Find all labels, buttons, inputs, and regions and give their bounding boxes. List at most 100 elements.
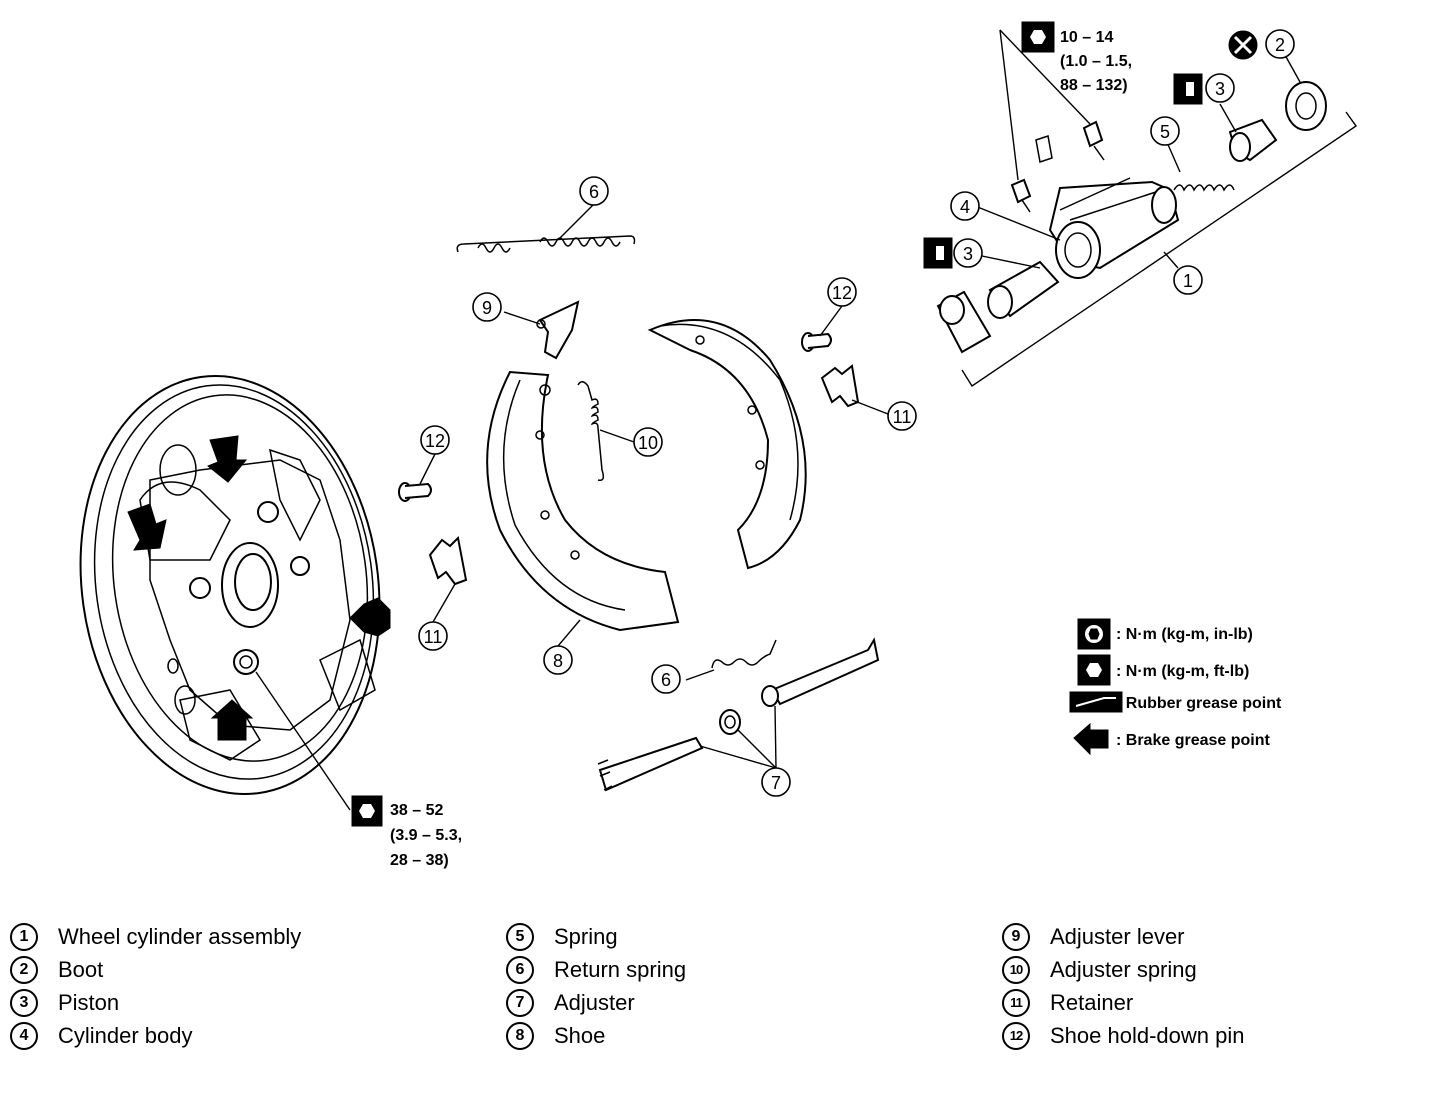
part-name: Boot bbox=[58, 956, 104, 982]
part-name: Cylinder body bbox=[58, 1022, 193, 1048]
part-number: 12 bbox=[1002, 1021, 1030, 1050]
callout-11a: 11 bbox=[418, 621, 448, 651]
replace-icon bbox=[1228, 30, 1258, 60]
legend-rubber: : Rubber grease point bbox=[1116, 695, 1282, 712]
torque-ftlb-icon bbox=[1077, 654, 1111, 686]
svg-text:3: 3 bbox=[963, 244, 973, 264]
callout-6b: 6 bbox=[651, 664, 681, 694]
legend-brake: : Brake grease point bbox=[1116, 732, 1271, 749]
retainer-left bbox=[428, 535, 468, 586]
legend-inlb: : N·m (kg-m, in-lb) bbox=[1116, 626, 1253, 643]
part-number: 3 bbox=[10, 988, 38, 1017]
part-name: Shoe bbox=[554, 1022, 606, 1048]
callout-1: 1 bbox=[1173, 265, 1203, 295]
svg-text:1: 1 bbox=[1183, 271, 1193, 291]
part-number: 1 bbox=[10, 922, 38, 951]
part-item: 2 Boot bbox=[10, 953, 301, 986]
svg-text:11: 11 bbox=[424, 627, 443, 647]
part-name: Retainer bbox=[1050, 989, 1134, 1015]
rubber-grease-legend-icon bbox=[1069, 691, 1123, 713]
svg-text:11: 11 bbox=[893, 407, 912, 427]
hold-down-pin-left bbox=[398, 482, 432, 502]
legend: : N·m (kg-m, in-lb) : N·m (kg-m, ft-lb) … bbox=[1069, 618, 1282, 756]
part-item: 5 Spring bbox=[506, 920, 686, 953]
hold-down-pin-right bbox=[801, 332, 832, 352]
part-number: 9 bbox=[1002, 922, 1030, 951]
callout-9: 9 bbox=[472, 292, 502, 322]
part-item: 4 Cylinder body bbox=[10, 1019, 301, 1052]
parts-column-3: 9 Adjuster lever 10 Adjuster spring 11 Reta… bbox=[1002, 920, 1244, 1052]
part-number: 11 bbox=[1002, 988, 1030, 1017]
part-item: 12 Shoe hold-down pin bbox=[1002, 1019, 1244, 1052]
part-item: 1 Wheel cylinder assembly bbox=[10, 920, 301, 953]
adjuster-spring bbox=[577, 381, 605, 482]
svg-text:12: 12 bbox=[425, 431, 445, 451]
part-name: Piston bbox=[58, 989, 120, 1015]
part-item: 8 Shoe bbox=[506, 1019, 686, 1052]
torque-plate-line3: 28 – 38) bbox=[390, 852, 449, 869]
rubber-grease-icon bbox=[923, 237, 953, 269]
part-item: 11 Retainer bbox=[1002, 986, 1244, 1019]
part-number: 5 bbox=[506, 922, 534, 951]
part-name: Shoe hold-down pin bbox=[1050, 1022, 1245, 1048]
svg-text:10: 10 bbox=[638, 433, 658, 453]
part-item: 10 Adjuster spring bbox=[1002, 953, 1244, 986]
brake-shoe-right bbox=[647, 319, 807, 570]
return-spring-top bbox=[456, 235, 636, 253]
part-item: 6 Return spring bbox=[506, 953, 686, 986]
callout-8: 8 bbox=[543, 645, 573, 675]
brake-grease-arrow-icon bbox=[1073, 722, 1109, 756]
part-number: 4 bbox=[10, 1021, 38, 1050]
callout-6a: 6 bbox=[579, 176, 609, 206]
part-name: Spring bbox=[554, 923, 618, 949]
callout-12a: 12 bbox=[420, 425, 450, 455]
part-number: 6 bbox=[506, 955, 534, 984]
svg-text:3: 3 bbox=[1215, 79, 1225, 99]
rubber-grease-icon bbox=[1173, 73, 1203, 105]
svg-text:6: 6 bbox=[661, 670, 671, 690]
callout-7: 7 bbox=[761, 767, 791, 797]
torque-bleeder-line1: 10 – 14 bbox=[1060, 29, 1113, 46]
part-name: Adjuster lever bbox=[1050, 923, 1185, 949]
part-number: 8 bbox=[506, 1021, 534, 1050]
callout-3b: 3 bbox=[953, 238, 983, 268]
part-name: Return spring bbox=[554, 956, 687, 982]
svg-text:9: 9 bbox=[482, 298, 492, 318]
callout-2: 2 bbox=[1265, 29, 1295, 59]
part-item: 3 Piston bbox=[10, 986, 301, 1019]
brake-exploded-diagram: 10 – 14 (1.0 – 1.5, 88 – 132) 38 – 52 (3… bbox=[79, 21, 1357, 869]
part-name: Adjuster spring bbox=[1050, 956, 1197, 982]
part-number: 10 bbox=[1002, 955, 1030, 984]
svg-text:2: 2 bbox=[1275, 35, 1285, 55]
parts-column-1: 1 Wheel cylinder assembly 2 Boot 3 Piston 4… bbox=[10, 920, 301, 1052]
backing-plate bbox=[79, 375, 391, 795]
torque-plate-line1: 38 – 52 bbox=[390, 802, 443, 819]
wheel-cylinder-assembly bbox=[936, 29, 1357, 387]
part-item: 7 Adjuster bbox=[506, 986, 686, 1019]
adjuster-assembly bbox=[597, 637, 880, 792]
torque-plate-line2: (3.9 – 5.3, bbox=[390, 827, 462, 844]
part-number: 7 bbox=[506, 988, 534, 1017]
callout-10: 10 bbox=[633, 427, 663, 457]
svg-text:12: 12 bbox=[832, 283, 852, 303]
callout-3a: 3 bbox=[1205, 73, 1235, 103]
part-name: Adjuster bbox=[554, 989, 635, 1015]
svg-text:4: 4 bbox=[960, 197, 970, 217]
torque-bleeder-line2: (1.0 – 1.5, bbox=[1060, 53, 1132, 70]
torque-wrench-icon bbox=[351, 795, 383, 827]
callout-11b: 11 bbox=[887, 401, 917, 431]
part-item: 9 Adjuster lever bbox=[1002, 920, 1244, 953]
callout-5: 5 bbox=[1150, 116, 1180, 146]
part-name: Wheel cylinder assembly bbox=[58, 923, 302, 949]
parts-column-2: 5 Spring 6 Return spring 7 Adjuster 8 Shoe bbox=[506, 920, 686, 1052]
parts-list: 1 Wheel cylinder assembly 2 Boot 3 Piston 4… bbox=[0, 920, 1456, 1080]
svg-text:5: 5 bbox=[1160, 122, 1170, 142]
svg-text:8: 8 bbox=[553, 651, 563, 671]
torque-inlb-icon bbox=[1077, 618, 1111, 650]
svg-text:7: 7 bbox=[771, 773, 781, 793]
part-number: 2 bbox=[10, 955, 38, 984]
torque-wrench-icon bbox=[1021, 21, 1055, 53]
callout-4: 4 bbox=[950, 191, 980, 221]
return-spring-lower bbox=[685, 639, 777, 681]
svg-text:6: 6 bbox=[589, 182, 599, 202]
